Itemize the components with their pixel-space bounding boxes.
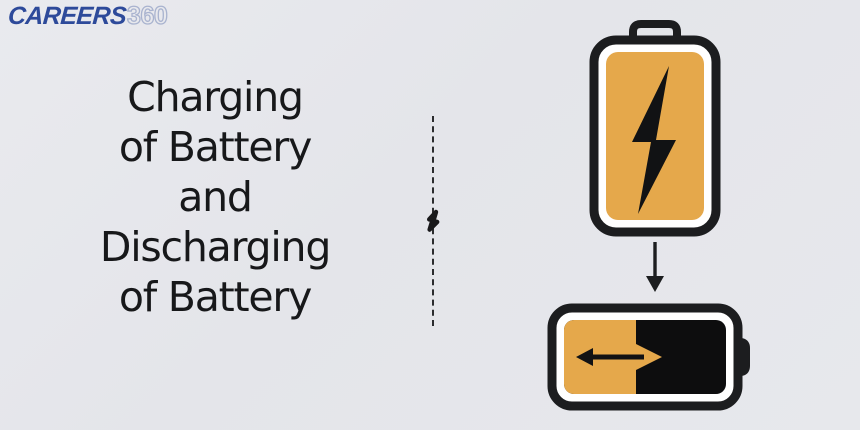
lightning-bolt-icon [418, 206, 448, 236]
bolt-symbol [632, 66, 676, 214]
battery-illustration [520, 18, 820, 412]
careers360-logo[interactable]: CAREERS 360 [7, 2, 168, 30]
battery-terminal [629, 20, 681, 44]
charging-battery [570, 18, 740, 248]
logo-360-text: 360 [126, 2, 168, 30]
section-divider [427, 116, 440, 326]
discharge-arrow-symbol [576, 348, 644, 366]
page-title: Charging of Battery and Discharging of B… [99, 73, 332, 322]
downward-flow-arrow [635, 240, 675, 296]
logo-careers-text: CAREERS [7, 2, 128, 30]
discharging-battery [540, 300, 770, 415]
